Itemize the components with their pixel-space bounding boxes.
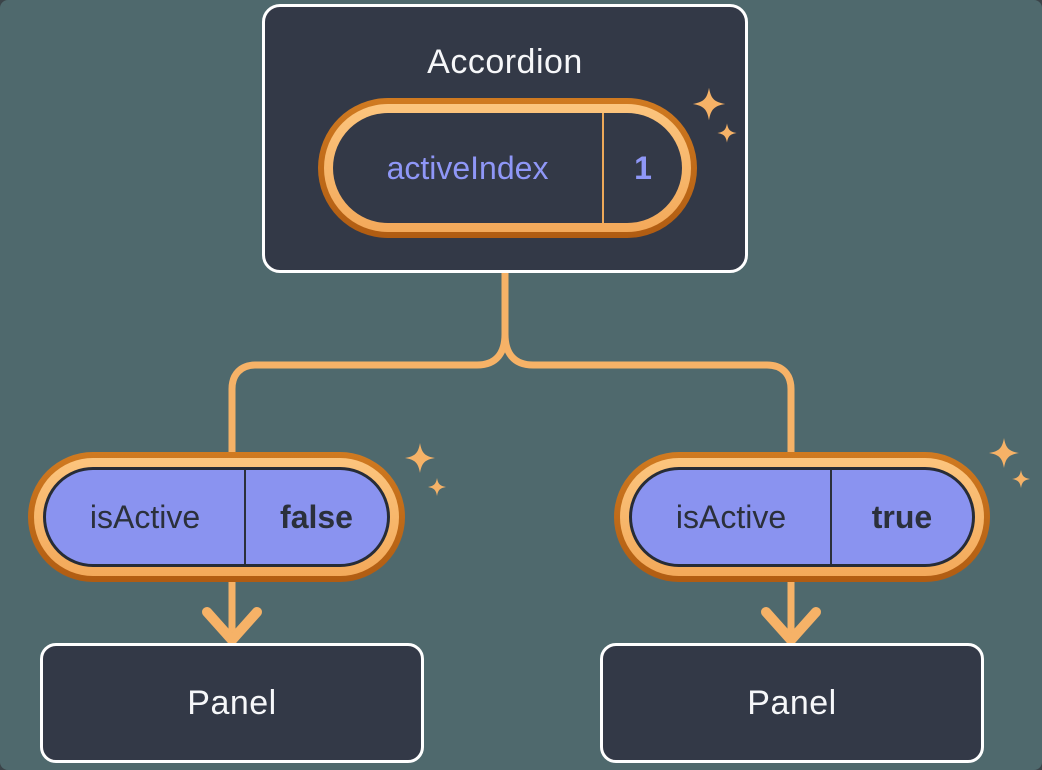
- panel-box-left: Panel: [40, 643, 424, 763]
- sparkle-icon: [405, 443, 435, 473]
- state-pill: activeIndex 1: [318, 98, 697, 238]
- state-value: 1: [634, 149, 652, 186]
- accordion-title: Accordion: [427, 43, 583, 81]
- prop-value: true: [871, 498, 933, 535]
- prop-pill-right-ring: isActive true: [620, 458, 984, 576]
- prop-pill-right: isActive true: [614, 452, 990, 582]
- arrow-down-icon: [761, 607, 821, 645]
- prop-name: isActive: [675, 498, 787, 535]
- panel-title: Panel: [187, 683, 277, 722]
- prop-pill-left-ring: isActive false: [34, 458, 399, 576]
- prop-name: isActive: [89, 498, 201, 535]
- state-name: activeIndex: [386, 149, 549, 186]
- prop-pill-left: isActive false: [28, 452, 405, 582]
- prop-pill-divider: [830, 470, 832, 564]
- panel-title: Panel: [747, 683, 837, 722]
- prop-value: false: [280, 498, 353, 535]
- state-pill-ring: activeIndex 1: [324, 104, 691, 232]
- sparkle-icon: [989, 438, 1019, 468]
- sparkle-icon: [428, 478, 446, 496]
- sparkle-icon: [1012, 470, 1030, 488]
- panel-box-right: Panel: [600, 643, 984, 763]
- arrow-down-icon: [202, 607, 262, 645]
- state-pill-divider: [602, 113, 604, 223]
